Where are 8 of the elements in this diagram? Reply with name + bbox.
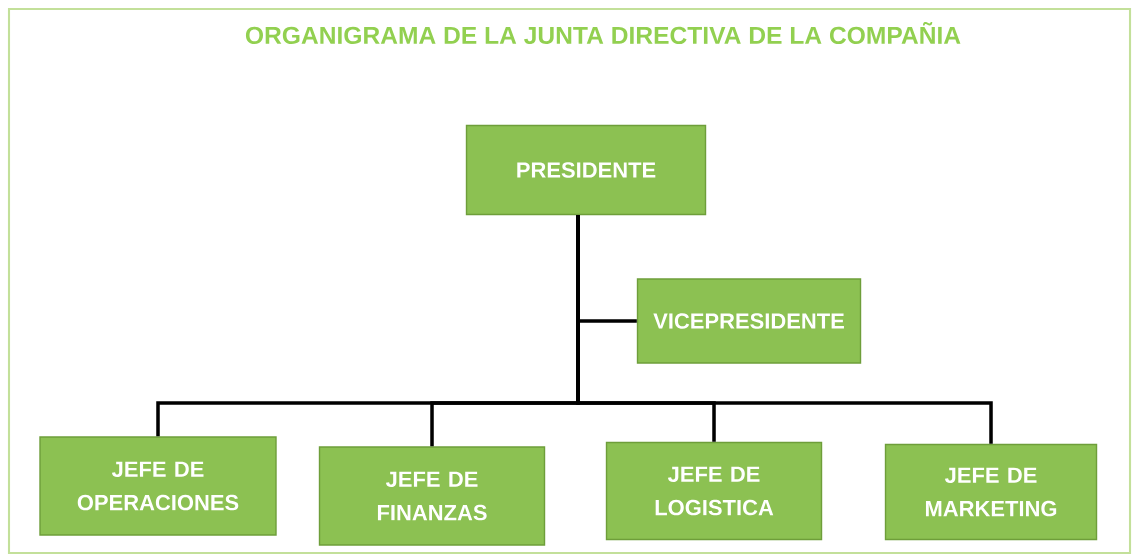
position-box: PRESIDENTE	[465, 124, 707, 216]
position-box: JEFE DE LOGISTICA	[605, 441, 823, 541]
position-box: JEFE DE OPERACIONES	[39, 436, 277, 536]
connector-line	[576, 215, 993, 444]
position-box: JEFE DE MARKETING	[884, 443, 1098, 541]
position-box: JEFE DE FINANZAS	[318, 446, 546, 546]
title: ORGANIGRAMA DE LA JUNTA DIRECTIVA DE LA COMPAÑIA	[245, 21, 961, 45]
position-box: VICEPRESIDENTE	[636, 278, 862, 364]
